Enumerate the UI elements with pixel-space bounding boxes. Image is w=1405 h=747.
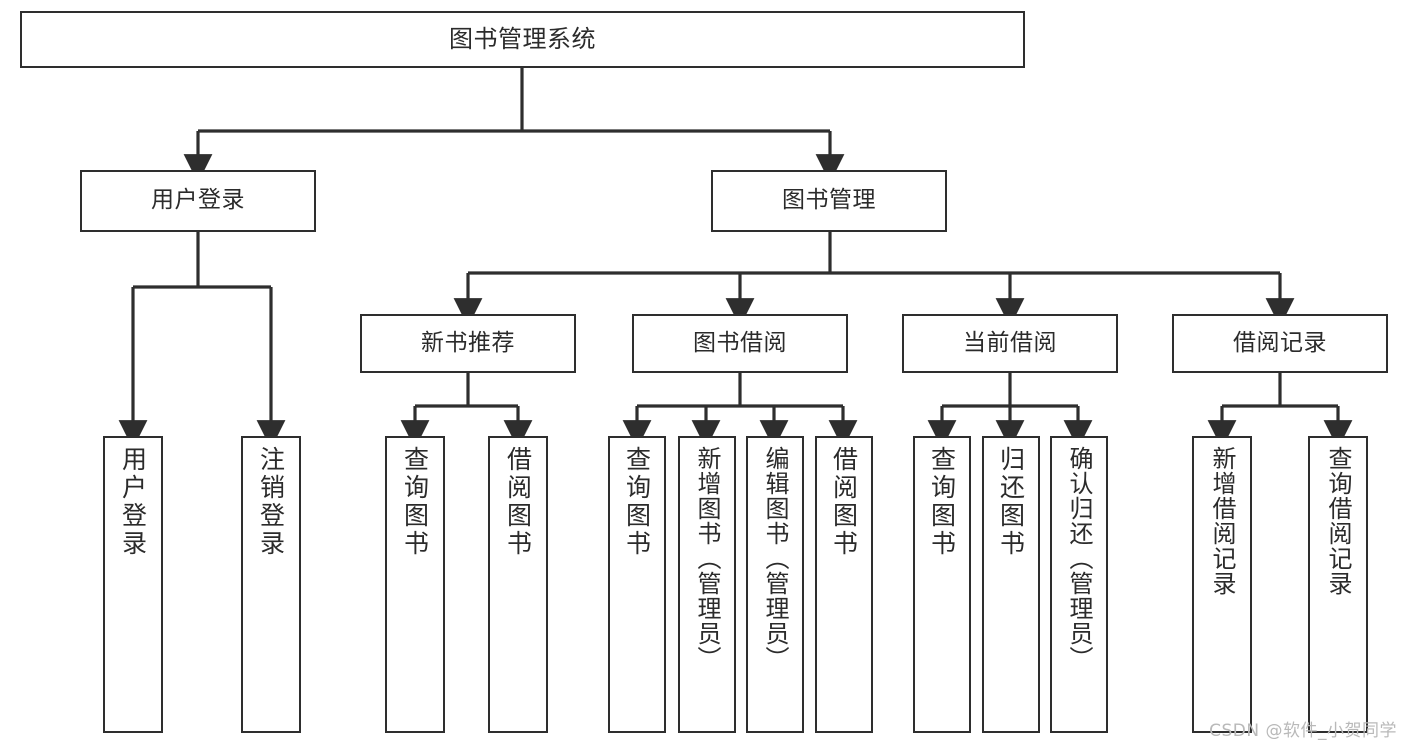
- node-label: 查询图书: [400, 446, 430, 558]
- leaf-borrow-book-recommend[interactable]: 借阅图书: [488, 436, 548, 733]
- leaf-borrow-book[interactable]: 借阅图书: [815, 436, 873, 733]
- leaf-user-login[interactable]: 用户登录: [103, 436, 163, 733]
- node-label: 查询借阅记录: [1324, 446, 1352, 596]
- leaf-add-borrow-record[interactable]: 新增借阅记录: [1192, 436, 1252, 733]
- node-book-borrow[interactable]: 图书借阅: [632, 314, 848, 373]
- node-label: 图书管理: [782, 187, 876, 214]
- leaf-edit-book-admin[interactable]: 编辑图书（管理员）: [746, 436, 804, 733]
- node-user-login[interactable]: 用户登录: [80, 170, 316, 232]
- node-book-management[interactable]: 图书管理: [711, 170, 947, 232]
- leaf-add-book-admin[interactable]: 新增图书（管理员）: [678, 436, 736, 733]
- node-label: 图书管理系统: [449, 25, 596, 54]
- node-label: 新书推荐: [421, 329, 515, 356]
- node-label: 归还图书: [996, 446, 1026, 558]
- node-label: 用户登录: [118, 446, 148, 558]
- node-label: 注销登录: [256, 446, 286, 558]
- node-label: 借阅记录: [1233, 329, 1327, 356]
- node-label: 确认归还（管理员）: [1065, 446, 1093, 671]
- leaf-return-book[interactable]: 归还图书: [982, 436, 1040, 733]
- node-current-borrow[interactable]: 当前借阅: [902, 314, 1118, 373]
- node-borrow-record[interactable]: 借阅记录: [1172, 314, 1388, 373]
- node-label: 新增图书（管理员）: [693, 446, 721, 671]
- node-label: 新增借阅记录: [1208, 446, 1236, 596]
- node-new-book-recommend[interactable]: 新书推荐: [360, 314, 576, 373]
- leaf-confirm-return-admin[interactable]: 确认归还（管理员）: [1050, 436, 1108, 733]
- leaf-query-borrow-record[interactable]: 查询借阅记录: [1308, 436, 1368, 733]
- node-label: 图书借阅: [693, 329, 787, 356]
- leaf-logout[interactable]: 注销登录: [241, 436, 301, 733]
- node-label: 编辑图书（管理员）: [761, 446, 789, 671]
- node-root-book-management-system[interactable]: 图书管理系统: [20, 11, 1025, 68]
- node-label: 当前借阅: [963, 329, 1057, 356]
- leaf-query-book-current[interactable]: 查询图书: [913, 436, 971, 733]
- node-label: 借阅图书: [503, 446, 533, 558]
- node-label: 查询图书: [927, 446, 957, 558]
- csdn-watermark: CSDN @软件_小贺同学: [1209, 721, 1397, 741]
- node-label: 查询图书: [622, 446, 652, 558]
- leaf-query-book-borrow[interactable]: 查询图书: [608, 436, 666, 733]
- node-label: 借阅图书: [829, 446, 859, 558]
- leaf-query-book-recommend[interactable]: 查询图书: [385, 436, 445, 733]
- node-label: 用户登录: [151, 187, 245, 214]
